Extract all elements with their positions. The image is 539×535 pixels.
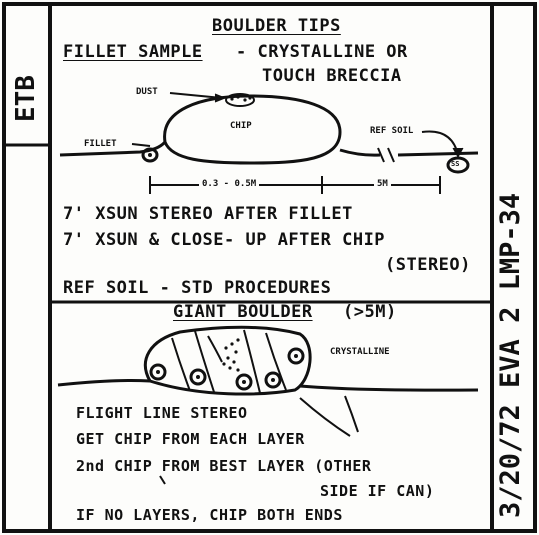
- fillet-step-1: 7' XSUN STEREO AFTER FILLET: [63, 204, 353, 224]
- giant-ground-left: [57, 379, 151, 387]
- fillet-sample-desc-1: - CRYSTALLINE OR: [236, 42, 408, 62]
- right-tab-label: 3/20/72 EVA 2 LMP-34: [495, 192, 526, 518]
- giant-chip-circle-5: [287, 347, 305, 365]
- giant-step-3: 2nd CHIP FROM BEST LAYER (OTHER: [76, 457, 372, 475]
- giant-step-2: GET CHIP FROM EACH LAYER: [76, 430, 305, 448]
- fillet-step-2-stereo: (STEREO): [385, 255, 471, 275]
- giant-boulder-outline: [143, 325, 312, 396]
- layer-line-2: [194, 330, 215, 393]
- ref-soil-step: REF SOIL - STD PROCEDURES: [63, 278, 332, 298]
- ref-soil-label: REF SOIL: [370, 126, 414, 136]
- break-marks: [377, 147, 395, 163]
- ground-line-right: [397, 151, 479, 157]
- distance-label-1: 0.3 - 0.5M: [199, 180, 260, 189]
- giant-chip-circle-4: [264, 371, 282, 389]
- dust-label: DUST: [136, 87, 158, 97]
- fillet-step-2: 7' XSUN & CLOSE- UP AFTER CHIP: [63, 230, 386, 250]
- fillet-sample-title: FILLET SAMPLE: [63, 42, 203, 62]
- giant-ground-right: [299, 384, 479, 392]
- dust-arrowhead: [214, 93, 227, 103]
- layer-line-1: [171, 337, 191, 392]
- giant-step-4: IF NO LAYERS, CHIP BOTH ENDS: [76, 506, 343, 524]
- fillet-arrow: [131, 143, 151, 147]
- ref-soil-arrow: [421, 130, 459, 156]
- giant-boulder-heading: GIANT BOULDER: [173, 302, 313, 322]
- ref-soil-arrowhead: [452, 147, 464, 159]
- distance-label-2: 5M: [374, 180, 391, 189]
- chip-site: [225, 93, 255, 107]
- speckled-layer: [222, 338, 240, 372]
- centre-dots: [148, 153, 298, 384]
- shadow-marks: [299, 395, 359, 437]
- boulder-tips-heading: BOULDER TIPS: [212, 16, 341, 36]
- dust-arrow: [169, 92, 223, 99]
- giant-chip-circle-2: [189, 368, 207, 386]
- stray-mark: [159, 475, 166, 485]
- left-tab-label: ETB: [11, 75, 41, 122]
- giant-boulder-diagram: [57, 325, 479, 485]
- layer-line-5: [265, 332, 287, 391]
- giant-step-3-cont: SIDE IF CAN): [320, 482, 435, 500]
- chip-label: CHIP: [230, 121, 252, 131]
- layer-line-4: [243, 329, 261, 394]
- crystalline-label: CRYSTALLINE: [330, 347, 390, 357]
- ref-soil-marker: SS: [451, 160, 460, 168]
- fillet-boulder-diagram: [59, 92, 479, 194]
- fillet-sample-circle: [141, 147, 159, 163]
- fillet-label: FILLET: [84, 139, 117, 149]
- chip-site-dots: [230, 95, 252, 102]
- giant-chip-circle-1: [149, 363, 167, 381]
- fillet-sample-desc-2: TOUCH BRECCIA: [262, 66, 402, 86]
- giant-boulder-size: (>5M): [343, 302, 397, 322]
- boulder-outline: [163, 94, 342, 165]
- giant-step-1: FLIGHT LINE STEREO: [76, 404, 248, 422]
- giant-chip-circle-3: [235, 373, 253, 391]
- layer-line-3: [207, 335, 223, 363]
- ground-line-mid: [339, 148, 381, 157]
